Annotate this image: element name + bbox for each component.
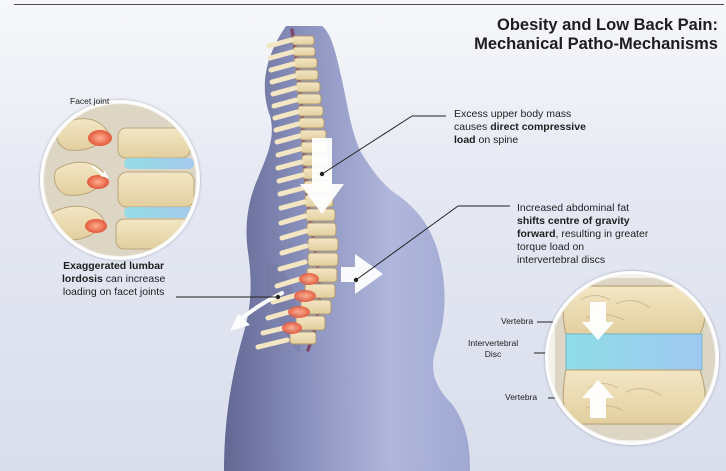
abdominal-line-3-b: , resulting in greater	[556, 228, 649, 240]
upper-mass-line-3: load on spine	[454, 134, 586, 147]
lordosis-line-2: lordosis can increase	[62, 273, 165, 286]
abdominal-line-2: shifts centre of gravity	[517, 215, 648, 228]
disc-inset	[545, 271, 719, 445]
title-line-2: Mechanical Patho-Mechanisms	[474, 35, 718, 54]
abdominal-line-1: Increased abdominal fat	[517, 202, 648, 215]
abdominal-line-5: intervertebral discs	[517, 254, 648, 267]
upper-mass-line-2-b: direct compressive	[490, 121, 586, 133]
intervertebral-line-1: Intervertebral	[468, 338, 518, 349]
upper-mass-line-3-b: on spine	[476, 134, 519, 146]
vertebra-bottom-label: Vertebra	[505, 392, 537, 403]
upper-mass-line-1: Excess upper body mass	[454, 108, 586, 121]
vertebra-top-label: Vertebra	[501, 316, 533, 327]
infographic-title: Obesity and Low Back Pain: Mechanical Pa…	[474, 16, 718, 54]
lordosis-text: Exaggerated lumbar lordosis can increase…	[62, 260, 165, 299]
upper-mass-line-2-a: causes	[454, 121, 490, 133]
title-line-1: Obesity and Low Back Pain:	[474, 16, 718, 35]
lordosis-line-2-b: can increase	[103, 273, 165, 285]
upper-mass-line-2: causes direct compressive	[454, 121, 586, 134]
upper-mass-text: Excess upper body mass causes direct com…	[454, 108, 586, 147]
facet-joint-label: Facet joint	[70, 96, 109, 107]
abdominal-line-3-a: forward	[517, 228, 556, 240]
torso-silhouette	[224, 26, 470, 471]
abdominal-line-4: torque load on	[517, 241, 648, 254]
lordosis-line-3: loading on facet joints	[62, 286, 165, 299]
intervertebral-line-2: Disc	[468, 349, 518, 360]
upper-mass-line-3-a: load	[454, 134, 476, 146]
intervertebral-label: Intervertebral Disc	[468, 338, 518, 360]
lordosis-line-1: Exaggerated lumbar	[62, 260, 165, 273]
lordosis-line-2-a: lordosis	[62, 273, 103, 285]
abdominal-text: Increased abdominal fat shifts centre of…	[517, 202, 648, 267]
abdominal-line-3: forward, resulting in greater	[517, 228, 648, 241]
facet-joint-inset	[40, 100, 200, 260]
